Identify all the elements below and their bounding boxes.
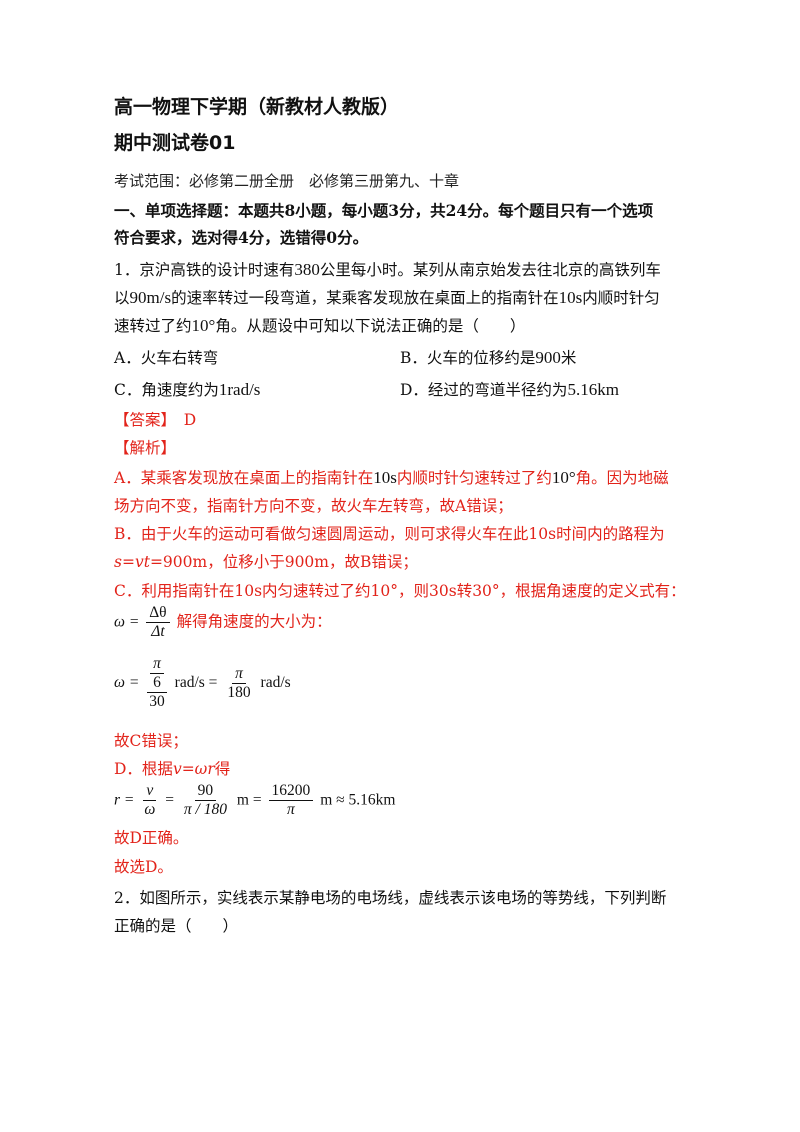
analysis-d-line1: D．根据v=ωr得 [114,760,231,778]
q2-stem-line1: 2．如图所示，实线表示某静电场的电场线，虚线表示该电场的等势线，下列判断 [114,889,667,907]
section-heading-line2: 符合要求，选对得4分，选错得0分。 [114,228,369,247]
analysis-a-line1: A．某乘客发现放在桌面上的指南针在10s内顺时针匀速转过了约10°角。因为地磁 [114,468,669,487]
analysis-d-conclusion: 故D正确。 [114,829,189,847]
q1-answer: 【答案】 D [114,411,197,429]
q2-stem-line2: 正确的是（ ） [114,917,239,935]
page-title: 高一物理下学期（新教材人教版） [114,96,400,118]
exam-range: 考试范围：必修第二册全册 必修第三册第九、十章 [114,172,460,190]
analysis-c-conclusion: 故C错误； [114,732,188,750]
analysis-b-line1: B．由于火车的运动可看做匀速圆周运动，则可求得火车在此10s时间内的路程为 [114,525,665,543]
section-heading-line1: 一、单项选择题：本题共8小题，每小题3分，共24分。每个题目只有一个选项 [114,201,654,220]
page-subtitle: 期中测试卷01 [114,132,236,154]
q1-option-b: B．火车的位移约是900米 [400,348,577,367]
q1-analysis-label: 【解析】 [114,439,177,457]
analysis-b-line2: s=vt=900m，位移小于900m，故B错误； [114,553,418,571]
q1-stem-line1: 1．京沪高铁的设计时速有380公里每小时。某列从南京始发去往北京的高铁列车 [114,260,661,279]
q1-final-choice: 故选D。 [114,858,173,876]
analysis-c-line1: C．利用指南针在10s内匀速转过了约10°，则30s转30°，根据角速度的定义式… [114,582,686,600]
q1-stem-line2: 以90m/s的速率转过一段弯道，某乘客发现放在桌面上的指南针在10s内顺时针匀 [114,288,660,307]
q1-option-a: A．火车右转弯 [114,349,219,367]
q1-option-d: D．经过的弯道半径约为5.16km [400,380,619,399]
analysis-a-line2: 场方向不变，指南针方向不变，故火车左转弯，故A错误； [114,497,513,515]
q1-option-c: C．角速度约为1rad/s [114,380,261,399]
q1-stem-line3: 速转过了约10°角。从题设中可知以下说法正确的是（ ） [114,316,526,335]
